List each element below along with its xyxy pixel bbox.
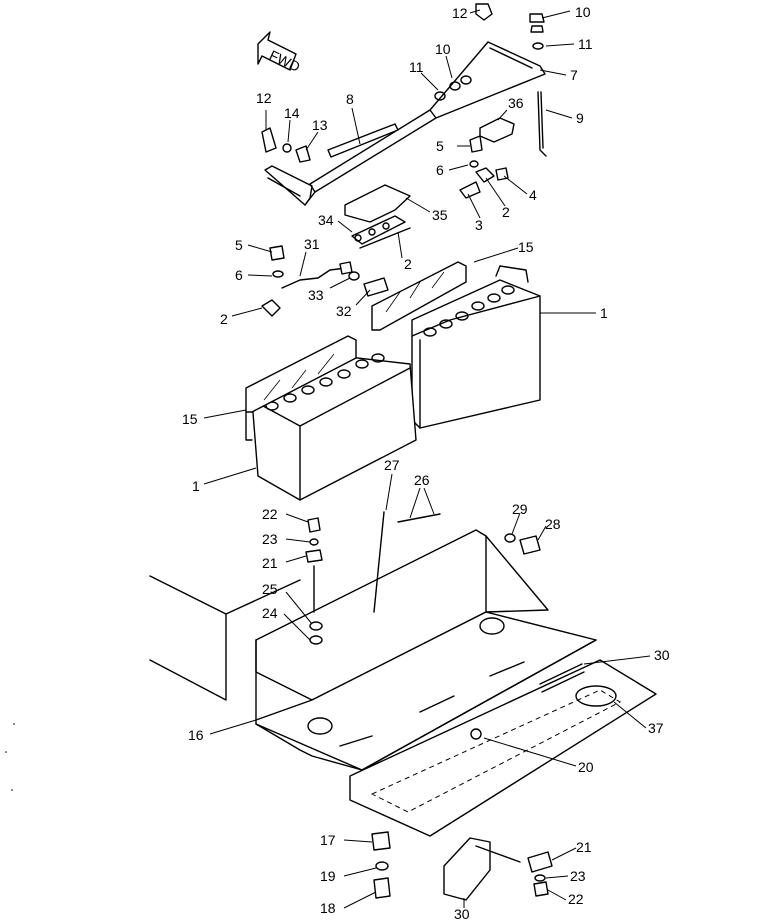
callout-19: 19 — [320, 868, 336, 884]
callout-36: 36 — [508, 95, 524, 111]
edge-marks — [5, 723, 15, 791]
callout-15: 15 — [182, 411, 198, 427]
callout-11: 11 — [409, 59, 424, 75]
battery-rear — [371, 261, 541, 429]
callout-27: 27 — [384, 457, 400, 473]
callout-17: 17 — [320, 832, 336, 848]
callout-2: 2 — [502, 204, 510, 220]
cable-and-fasteners-left — [261, 245, 389, 317]
callout-34: 34 — [318, 212, 334, 228]
callout-30: 30 — [454, 906, 470, 922]
callout-14: 14 — [284, 105, 300, 121]
callout-22: 22 — [262, 506, 278, 522]
callout-5: 5 — [235, 237, 243, 253]
callout-10: 10 — [575, 4, 591, 20]
callout-37: 37 — [648, 720, 664, 736]
callout-32: 32 — [336, 303, 352, 319]
callout-6: 6 — [436, 162, 444, 178]
callout-8: 8 — [346, 91, 354, 107]
callout-18: 18 — [320, 900, 336, 916]
callout-24: 24 — [262, 605, 278, 621]
callout-4: 4 — [529, 187, 537, 203]
fwd-label: FWD — [267, 47, 303, 75]
callout-13: 13 — [312, 117, 328, 133]
callout-12: 12 — [256, 90, 272, 106]
callout-12: 12 — [452, 5, 468, 21]
callout-6: 6 — [235, 267, 243, 283]
callout-25: 25 — [262, 581, 278, 597]
callout-23: 23 — [570, 868, 586, 884]
callout-7: 7 — [570, 67, 578, 83]
callout-16: 16 — [188, 727, 204, 743]
forward-direction-arrow-icon: FWD — [257, 31, 303, 75]
callout-10: 10 — [435, 41, 451, 57]
callout-35: 35 — [432, 207, 448, 223]
callout-33: 33 — [308, 287, 324, 303]
callout-1: 1 — [600, 305, 608, 321]
callout-20: 20 — [578, 759, 594, 775]
callout-23: 23 — [262, 531, 278, 547]
callout-5: 5 — [436, 138, 444, 154]
callout-31: 31 — [304, 236, 320, 252]
callout-11: 11 — [578, 36, 593, 52]
callout-15: 15 — [518, 239, 534, 255]
battery-box — [149, 511, 657, 901]
callout-1: 1 — [192, 478, 200, 494]
callout-28: 28 — [545, 516, 561, 532]
callout-21: 21 — [576, 839, 592, 855]
callout-3: 3 — [475, 217, 483, 233]
callout-29: 29 — [512, 501, 528, 517]
callout-2: 2 — [404, 256, 412, 272]
callout-labels: 12 10 11 10 11 7 12 14 13 8 9 36 5 6 4 2… — [182, 4, 670, 922]
callout-26: 26 — [414, 472, 430, 488]
callout-22: 22 — [568, 891, 584, 907]
callout-9: 9 — [576, 110, 584, 126]
callout-21: 21 — [262, 555, 278, 571]
leader-lines — [203, 9, 651, 909]
hold-down-frame — [261, 3, 547, 249]
callout-2: 2 — [220, 311, 228, 327]
callout-30: 30 — [654, 647, 670, 663]
battery-front — [245, 335, 417, 501]
